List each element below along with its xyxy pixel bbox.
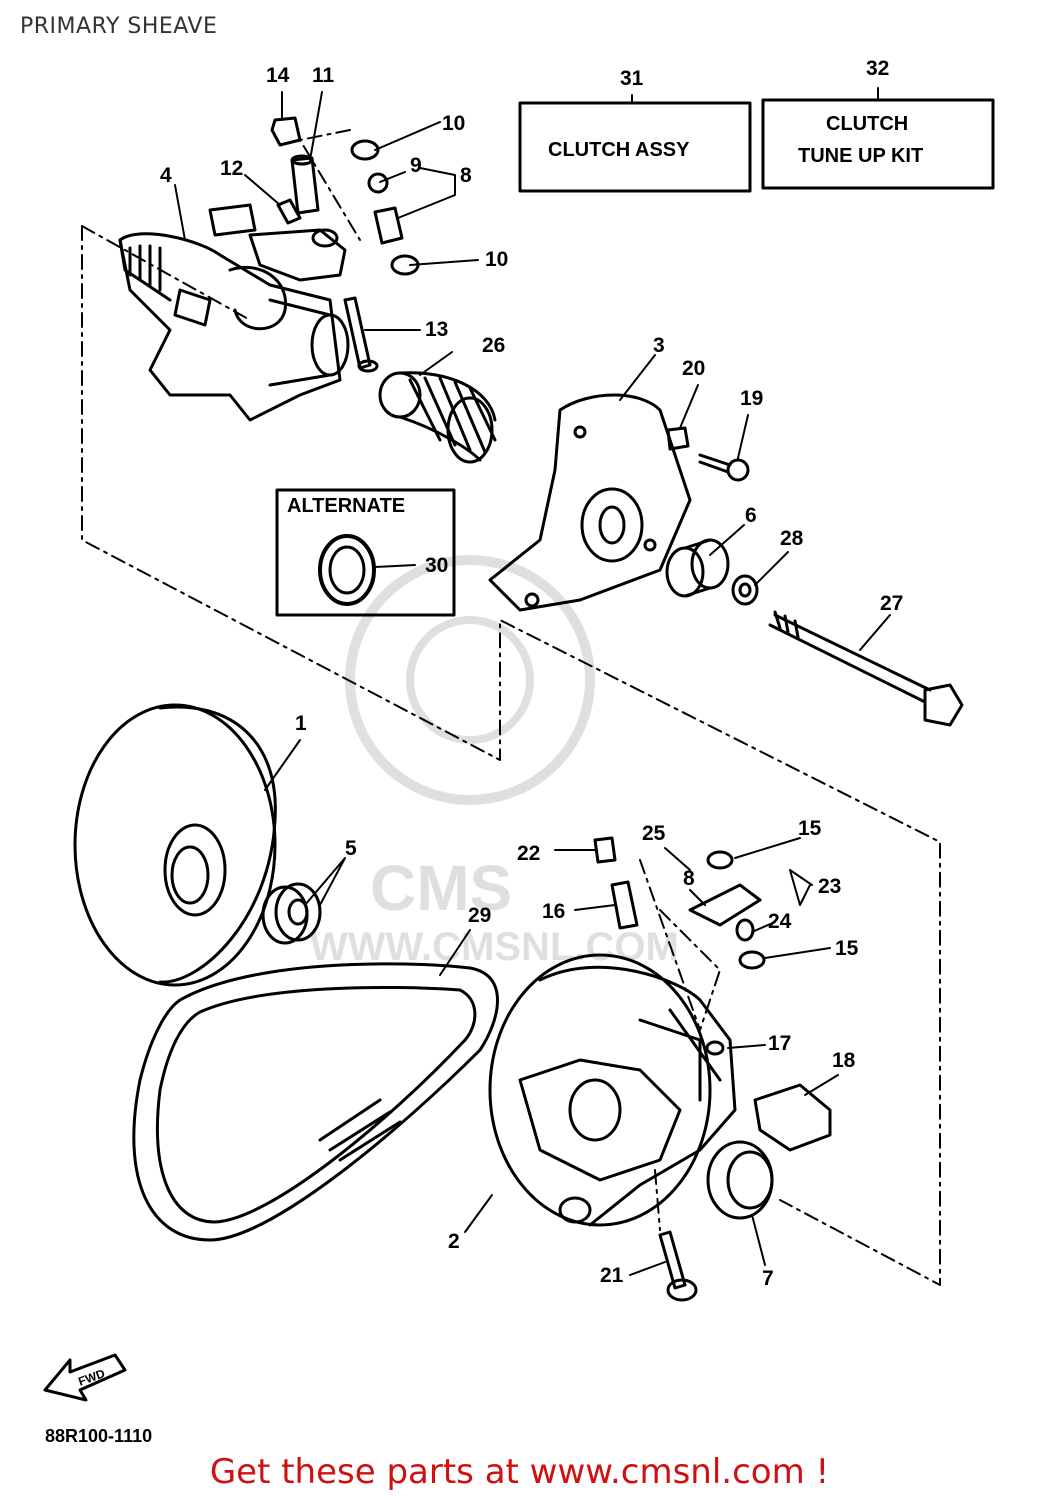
callout-8-bottom: 8 [683, 867, 695, 890]
callout-11: 11 [312, 64, 335, 87]
callout-14: 14 [266, 64, 290, 87]
callout-25: 25 [642, 822, 666, 845]
tune-up-kit-line2: TUNE UP KIT [798, 145, 923, 167]
alternate-box [275, 488, 456, 617]
callout-10a: 10 [442, 112, 465, 135]
callout-1: 1 [295, 712, 307, 735]
bushing-washer-bolt [665, 538, 964, 727]
callout-8-top: 8 [460, 164, 472, 187]
callout-6: 6 [745, 504, 757, 527]
callout-28: 28 [780, 527, 804, 550]
cmsnl-watermark: CMS WWW.CMSNL.COM [310, 555, 679, 969]
movable-sheave [488, 953, 737, 1227]
callout-27: 27 [880, 592, 903, 615]
drive-belt [132, 962, 499, 1242]
fwd-arrow [43, 1353, 127, 1402]
weights-and-rollers [593, 836, 766, 1056]
callout-5: 5 [345, 837, 357, 860]
parts-diagram: CMS WWW.CMSNL.COM [43, 57, 995, 1446]
svg-text:WWW.CMSNL.COM: WWW.CMSNL.COM [310, 925, 679, 969]
callout-18: 18 [832, 1049, 856, 1072]
spring [378, 371, 497, 464]
callout-3: 3 [653, 334, 665, 357]
callout-23: 23 [818, 875, 841, 898]
callout-17: 17 [768, 1032, 791, 1055]
callout-4: 4 [160, 164, 172, 187]
tune-up-kit-line1: CLUTCH [826, 113, 908, 135]
clutch-assy-label: CLUTCH ASSY [548, 139, 690, 161]
callout-24: 24 [768, 910, 792, 933]
box-31-number: 31 [620, 67, 644, 90]
callout-20: 20 [682, 357, 705, 380]
cover-plate [488, 393, 692, 612]
primary-sheave-hub [118, 203, 350, 422]
callout-22: 22 [517, 842, 540, 865]
drawing-code: 88R100-1110 [45, 1426, 152, 1446]
box-32-number: 32 [866, 57, 889, 80]
callout-30: 30 [425, 554, 448, 577]
seal [261, 882, 322, 945]
callout-16: 16 [542, 900, 565, 923]
svg-text:CMS: CMS [370, 852, 512, 924]
callout-9: 9 [410, 154, 422, 177]
callout-15a: 15 [798, 817, 822, 840]
alternate-label: ALTERNATE [287, 495, 405, 517]
leader-lines [174, 87, 891, 1276]
callout-19: 19 [740, 387, 763, 410]
collar-and-bushing [706, 1083, 832, 1220]
callout-15b: 15 [835, 937, 859, 960]
callout-29: 29 [468, 904, 491, 927]
callout-labels: 14 11 10 12 9 8 4 10 13 26 3 20 19 6 28 … [45, 57, 923, 1446]
bolt-21 [658, 1230, 698, 1302]
callout-13: 13 [425, 318, 448, 341]
page-title: PRIMARY SHEAVE [20, 14, 218, 39]
callout-21: 21 [600, 1264, 624, 1287]
footer-parts-link[interactable]: Get these parts at www.cmsnl.com ! [209, 1452, 830, 1492]
callout-12: 12 [220, 157, 243, 180]
small-hardware-top [270, 116, 420, 373]
callout-7: 7 [762, 1267, 774, 1290]
callout-2: 2 [448, 1230, 460, 1253]
callout-26: 26 [482, 334, 505, 357]
fixed-sheave-disc [73, 703, 277, 987]
callout-10b: 10 [485, 248, 508, 271]
